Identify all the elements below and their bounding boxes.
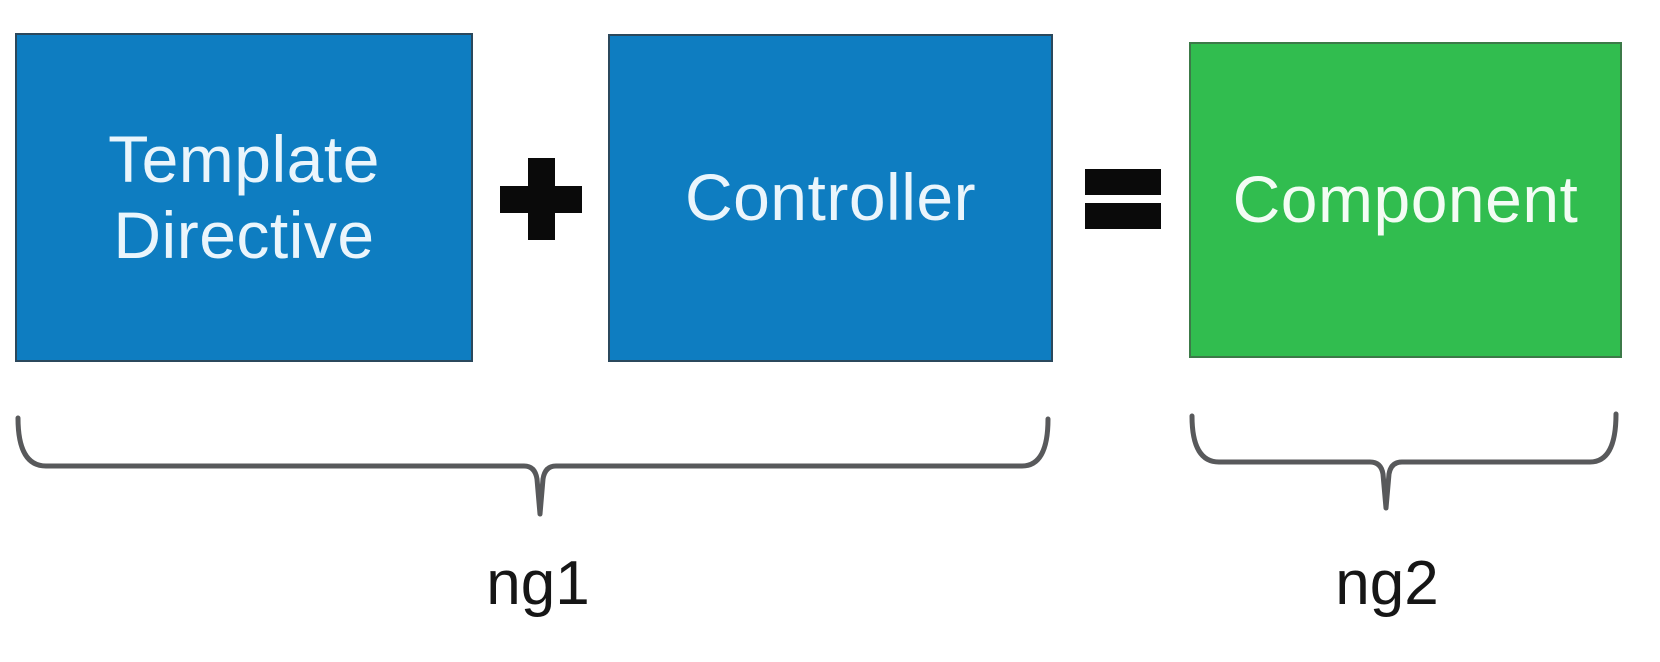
equals-icon-top-bar <box>1085 169 1161 195</box>
plus-icon <box>500 158 582 240</box>
equals-icon-bottom-bar <box>1085 203 1161 229</box>
equals-icon <box>1085 169 1161 229</box>
box-label-line: Controller <box>684 160 977 235</box>
box-component-label: Component <box>1233 162 1579 237</box>
plus-icon-vertical-bar <box>528 158 555 240</box>
box-template-directive: Template Directive <box>15 33 473 362</box>
underbrace-ng1 <box>15 415 1051 517</box>
box-controller: Controller <box>608 34 1053 362</box>
box-template-directive-label: Template Directive <box>108 122 380 272</box>
box-component: Component <box>1189 42 1622 358</box>
box-label-line: Component <box>1232 162 1579 237</box>
box-label-line: Template <box>108 122 380 197</box>
box-controller-label: Controller <box>685 160 976 235</box>
underbrace-ng2 <box>1189 411 1619 511</box>
group-label-ng1: ng1 <box>486 549 590 618</box>
box-label-line: Directive <box>113 197 375 272</box>
group-label-ng2: ng2 <box>1335 549 1439 618</box>
